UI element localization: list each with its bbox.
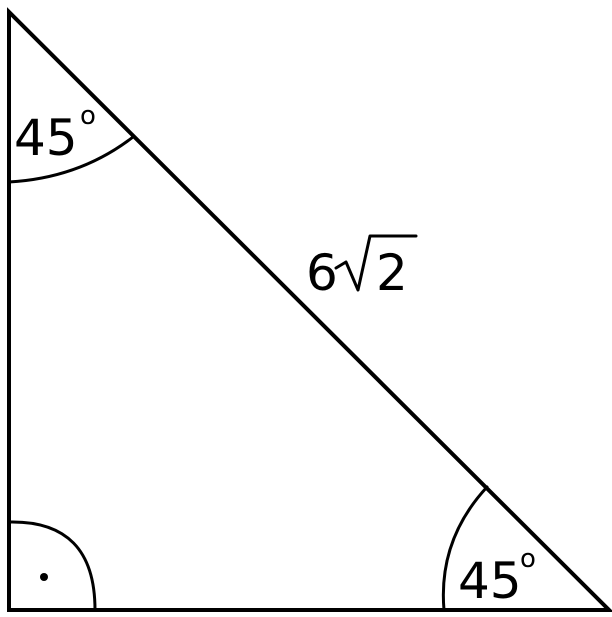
right-triangle bbox=[7, 7, 612, 612]
radical-sign bbox=[334, 234, 418, 292]
top-angle-label: 45 bbox=[14, 109, 78, 167]
right-angle-dot bbox=[40, 573, 48, 581]
top-angle-degree: o bbox=[80, 101, 96, 131]
right-angle-arc bbox=[7, 520, 97, 612]
bottom-right-angle-arc bbox=[441, 485, 489, 612]
bottom-right-angle-degree: o bbox=[520, 544, 536, 574]
bottom-right-angle-label: 45 bbox=[458, 552, 522, 610]
hypotenuse-radicand: 2 bbox=[376, 244, 408, 302]
top-angle-arc bbox=[7, 135, 135, 184]
hypotenuse-coefficient: 6 bbox=[306, 244, 338, 302]
